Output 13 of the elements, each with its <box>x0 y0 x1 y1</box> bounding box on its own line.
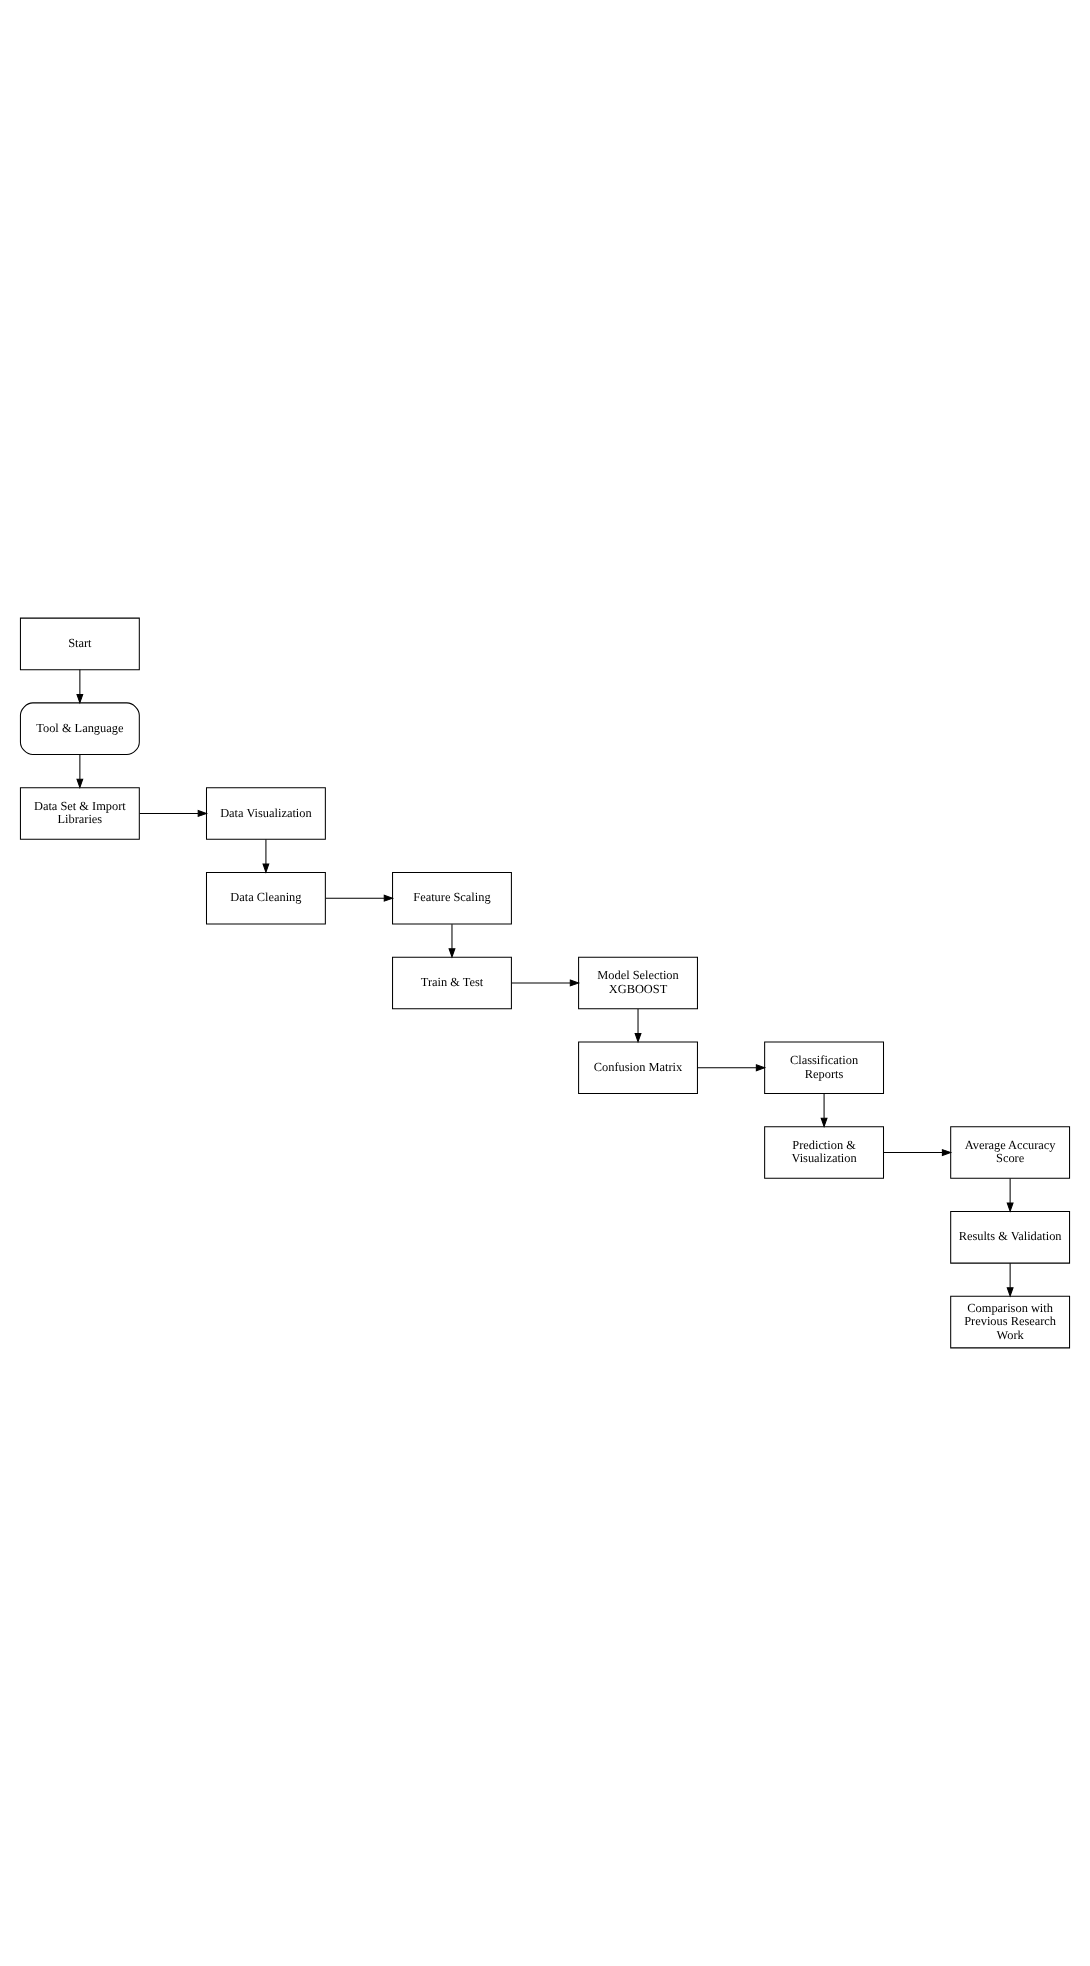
arrow <box>511 979 581 987</box>
arrow <box>1006 1262 1014 1298</box>
arrow <box>1006 1177 1014 1213</box>
arrow <box>448 923 456 959</box>
arrow <box>883 1148 953 1157</box>
arrow <box>325 894 395 902</box>
arrow <box>262 838 270 874</box>
arrow <box>139 809 208 818</box>
arrow <box>820 1093 828 1129</box>
arrow <box>76 754 84 789</box>
arrow <box>697 1064 767 1072</box>
arrow <box>76 669 84 705</box>
arrow <box>634 1008 642 1044</box>
